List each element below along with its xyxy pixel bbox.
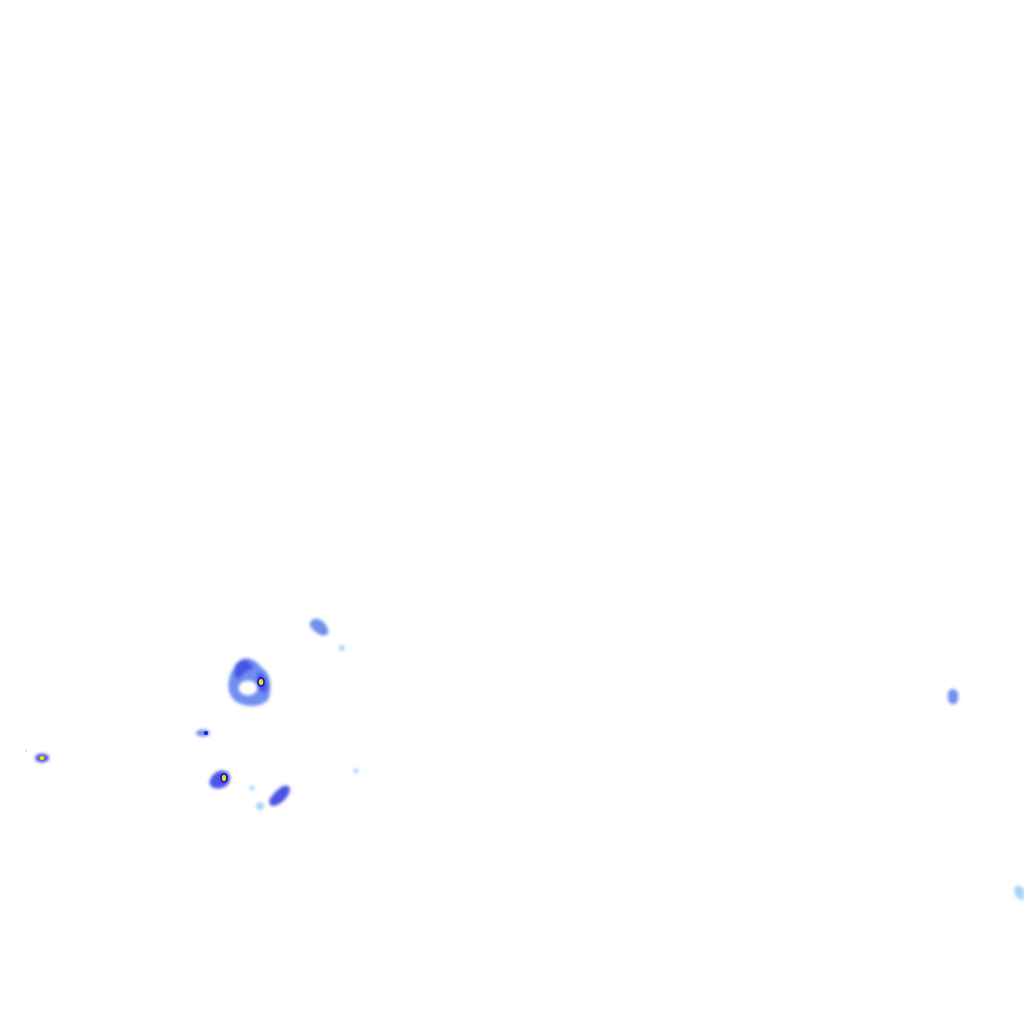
- rain-echo-peak: [258, 679, 264, 685]
- rain-echo-south: [249, 785, 290, 810]
- rain-echo-north: [309, 618, 345, 651]
- rain-echo-ring-cell: [228, 658, 271, 706]
- rain-echo-faint: [24, 749, 28, 753]
- rain-echo-east: [948, 689, 959, 705]
- rain-echo-far-west-peak: [39, 756, 45, 760]
- rain-echo-small-west-core: [204, 731, 208, 735]
- rain-echo-speck: [353, 768, 359, 774]
- rain-echo-edge: [1014, 885, 1024, 900]
- rain-echo-south-west-peak: [222, 774, 226, 782]
